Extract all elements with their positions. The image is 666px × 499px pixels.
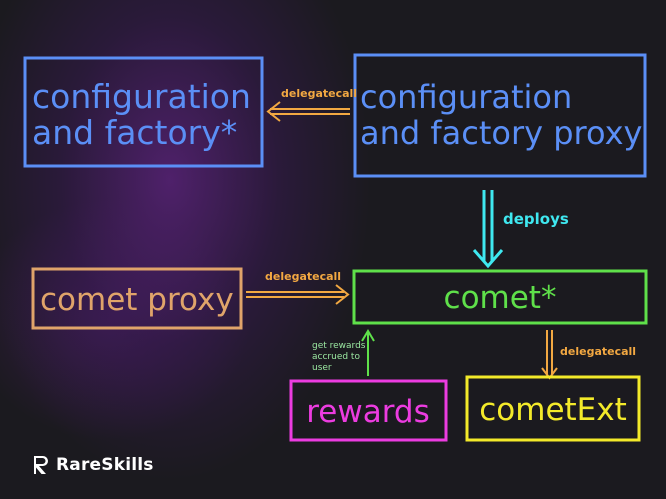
node-config-factory-proxy-border [353, 53, 647, 178]
edge-cometproxy-to-comet: delegatecall [246, 270, 350, 305]
edge-cometproxy-to-comet-label: delegatecall [265, 270, 341, 283]
node-comet-ext-label: cometExt [479, 392, 627, 428]
node-config-factory-line1: configuration [32, 77, 251, 116]
node-rewards-border [289, 379, 448, 442]
node-comet-proxy-label: comet proxy [40, 282, 234, 318]
node-comet-ext[interactable]: cometExt [465, 375, 641, 442]
node-config-factory-proxy-line2: and factory proxy [360, 114, 642, 152]
edge-rewards-to-comet-label-line2: accrued to [312, 352, 360, 362]
brand-logo: RareSkills [32, 452, 154, 478]
node-config-factory-border [23, 56, 264, 168]
node-comet-ext-border [465, 375, 641, 442]
edge-rewards-to-comet-arrowhead [361, 329, 375, 342]
edge-cometproxy-to-comet-arrowhead [335, 284, 350, 305]
edge-comet-to-ext: delegatecall [541, 330, 636, 380]
node-config-factory-proxy-line1: configuration [360, 78, 572, 116]
edge-rewards-to-comet: get rewards accrued to user [312, 329, 375, 376]
edge-comet-to-ext-label: delegatecall [560, 345, 636, 358]
node-rewards-label: rewards [306, 394, 430, 430]
node-comet-proxy-border [31, 267, 243, 330]
rareskills-logo-icon [34, 456, 48, 474]
edge-proxy-to-factory: delegatecall [266, 87, 357, 122]
node-comet-border [352, 269, 648, 325]
node-comet[interactable]: comet* [352, 269, 648, 325]
node-config-factory-proxy[interactable]: configuration and factory proxy [353, 53, 647, 178]
edge-rewards-to-comet-label-line3: user [312, 363, 332, 373]
edge-rewards-to-comet-label-line1: get rewards [312, 341, 366, 351]
edge-proxy-to-factory-arrowhead [266, 101, 281, 122]
brand-name: RareSkills [56, 455, 154, 475]
edge-deploys-label: deploys [503, 210, 569, 228]
edge-proxy-to-factory-label: delegatecall [281, 87, 357, 100]
node-config-factory[interactable]: configuration and factory* [23, 56, 264, 168]
node-comet-proxy[interactable]: comet proxy [31, 267, 243, 330]
edge-deploys-arrowhead [472, 249, 504, 269]
node-config-factory-line2: and factory* [32, 113, 237, 152]
edge-deploys: deploys [472, 190, 569, 269]
node-comet-label: comet* [444, 280, 557, 316]
node-rewards[interactable]: rewards [289, 379, 448, 442]
